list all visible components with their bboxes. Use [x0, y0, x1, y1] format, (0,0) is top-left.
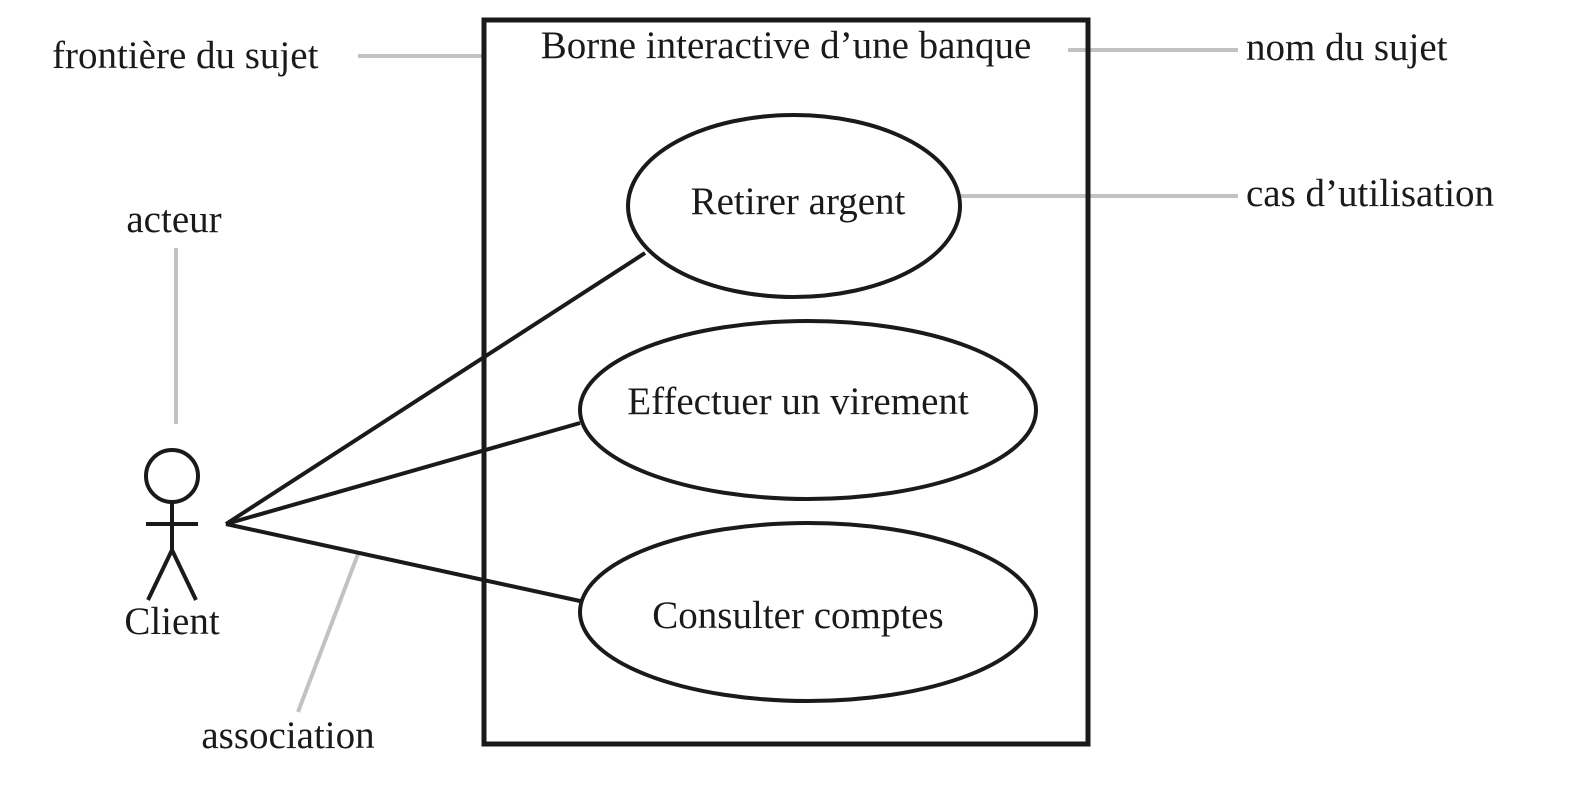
association-line-virement — [225, 421, 581, 526]
association-line-consulter — [225, 522, 581, 603]
use-case-ellipse-retirer — [626, 113, 962, 299]
use-case-label-consulter: Consulter comptes — [652, 594, 943, 637]
association-line-retirer — [224, 251, 647, 526]
annotation-use-case: cas d’utilisation — [1246, 172, 1494, 215]
association-leader-line — [296, 553, 360, 713]
annotation-association: association — [201, 714, 374, 757]
use-case-ellipse-virement — [578, 319, 1038, 501]
subject-name: Borne interactive d’une banque — [541, 24, 1032, 67]
use-case-ellipse-consulter — [578, 521, 1038, 703]
subject-boundary — [481, 17, 1091, 747]
annotation-boundary: frontière du sujet — [52, 34, 319, 77]
actor-stick-figure-icon — [144, 448, 200, 601]
use-case-label-retirer: Retirer argent — [691, 180, 906, 223]
annotation-actor: acteur — [126, 198, 221, 241]
use-case-label-virement: Effectuer un virement — [627, 380, 969, 423]
annotation-subject-name: nom du sujet — [1246, 26, 1448, 69]
actor-name: Client — [124, 600, 219, 643]
